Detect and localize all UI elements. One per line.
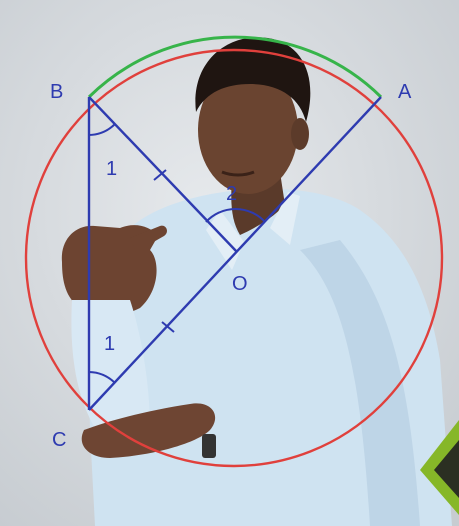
presenter-mouth [221,170,255,177]
presenter-pointing-finger [130,225,167,252]
angle-arc-c [88,371,116,384]
logo-inner [434,440,459,498]
presenter-collar [206,192,300,270]
angle-arc-o [205,208,266,223]
presenter-hair [195,37,311,122]
circle [24,48,444,468]
label-angle-b: 1 [106,158,117,180]
presenter-raised-hand [61,225,158,316]
tick-oc [161,321,175,333]
label-angle-o: 2 [226,183,237,205]
line-ba-diagonal [88,96,238,253]
presenter-shirt-shadow [300,240,420,526]
corner-logo [420,420,459,515]
label-angle-c: 1 [104,333,115,355]
presenter-lower-hand [81,403,216,458]
angle-arc-b [88,123,116,136]
label-point-a: A [398,81,412,103]
presenter-watch [202,434,216,458]
label-point-o: O [232,273,248,295]
arc-ba [87,35,383,99]
label-point-c: C [52,429,66,451]
presenter [61,37,452,526]
label-point-b: B [50,81,63,103]
line-ca [88,96,382,411]
geometry-overlay: B A C O 1 1 2 [24,35,444,468]
presenter-sleeve-left [71,300,150,430]
tick-ob [153,169,167,181]
presenter-ear [291,118,309,150]
presenter-head [198,66,298,194]
